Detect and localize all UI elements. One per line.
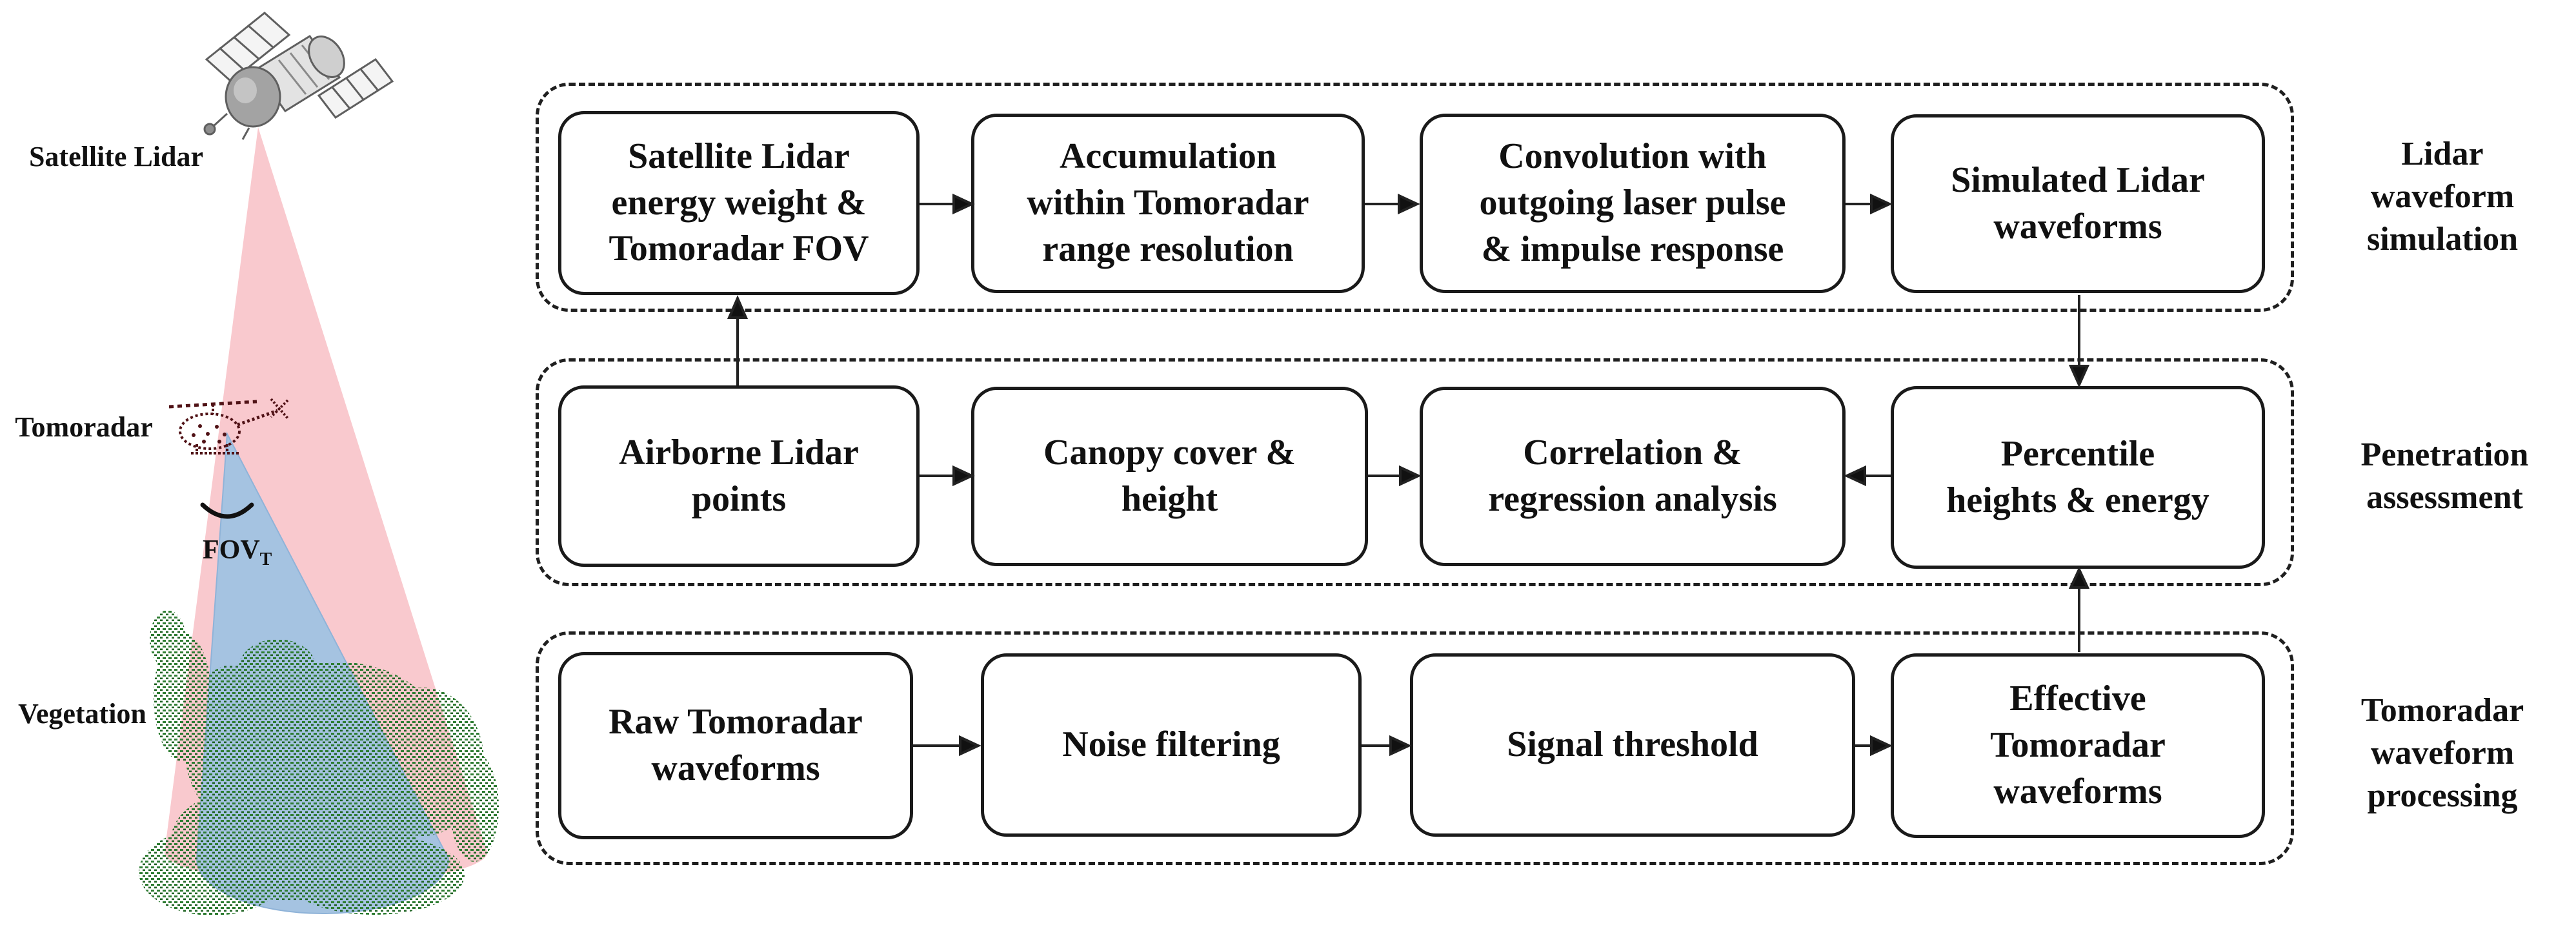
fov-subscript: T [259, 549, 272, 569]
box-percentile-heights-energy: Percentile heights & energy [1891, 386, 2265, 569]
box-airborne-lidar-points: Airborne Lidar points [558, 385, 920, 567]
container-lidar-waveform-simulation [536, 83, 2294, 312]
row-label-tomoradar-waveform-processing: Tomoradar waveform processing [2360, 692, 2524, 815]
box-accumulation-range-resolution: Accumulation within Tomoradar range reso… [971, 114, 1365, 293]
satellite-lidar-label: Satellite Lidar [28, 141, 204, 172]
fov-t-label: FOVT [203, 535, 272, 570]
box-canopy-cover-height: Canopy cover & height [971, 387, 1368, 566]
tomoradar-fov-cone [196, 431, 450, 914]
container-penetration-assessment [536, 358, 2294, 586]
row-label-lidar-waveform-simulation: Lidar waveform simulation [2366, 136, 2519, 258]
vegetation-point-cloud [139, 610, 499, 915]
box-convolution-laser-pulse: Convolution with outgoing laser pulse & … [1420, 114, 1846, 293]
box-signal-threshold: Signal threshold [1410, 653, 1855, 837]
helicopter-icon [168, 398, 289, 455]
vegetation-label: Vegetation [18, 698, 146, 730]
row-label-penetration-assessment: Penetration assessment [2360, 436, 2529, 516]
tomoradar-label: Tomoradar [15, 411, 153, 443]
fov-arc [200, 502, 254, 519]
satellite-beam-cone [165, 127, 487, 883]
fov-text: FOV [203, 535, 260, 565]
box-satellite-lidar-energy-weight: Satellite Lidar energy weight & Tomorada… [558, 111, 920, 295]
satellite-icon [203, 12, 394, 140]
box-correlation-regression: Correlation & regression analysis [1420, 387, 1846, 566]
container-tomoradar-waveform-processing [536, 631, 2294, 865]
box-noise-filtering: Noise filtering [981, 653, 1362, 837]
box-effective-tomoradar-waveforms: Effective Tomoradar waveforms [1891, 653, 2265, 838]
box-raw-tomoradar-waveforms: Raw Tomoradar waveforms [558, 652, 913, 839]
box-simulated-lidar-waveforms: Simulated Lidar waveforms [1891, 114, 2265, 293]
